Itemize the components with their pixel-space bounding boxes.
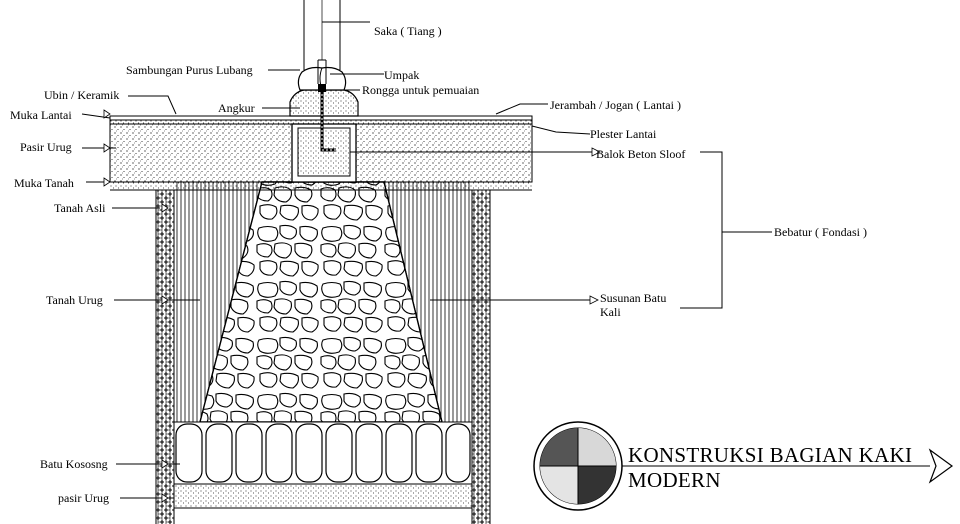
label-susunan-line2: Kali: [600, 305, 621, 319]
label-saka: Saka ( Tiang ): [374, 24, 442, 38]
title-line1: KONSTRUKSI BAGIAN KAKI: [628, 443, 912, 467]
label-jerambah: Jerambah / Jogan ( Lantai ): [550, 98, 681, 112]
title-block: KONSTRUKSI BAGIAN KAKI MODERN: [533, 421, 954, 511]
foundation-pit: [155, 181, 491, 524]
tanah-asli-wall-right: [472, 190, 490, 524]
label-balok: Balok Beton Sloof: [596, 147, 685, 161]
label-tanah-asli: Tanah Asli: [54, 201, 106, 215]
sloof-and-umpak: [289, 66, 359, 183]
label-angkur: Angkur: [218, 101, 255, 115]
arrow-right-icon: [928, 448, 954, 484]
label-rongga: Rongga untuk pemuaian: [362, 83, 479, 97]
tanah-asli-wall-left: [156, 190, 174, 524]
label-pasir-urug-top: Pasir Urug: [20, 140, 72, 154]
umpak-base: [289, 89, 359, 117]
label-muka-lantai: Muka Lantai: [10, 108, 72, 122]
label-bebatur: Bebatur ( Fondasi ): [774, 225, 867, 239]
batu-kosong-blocks: [175, 423, 471, 483]
label-umpak: Umpak: [384, 68, 419, 82]
title-line2: MODERN: [628, 468, 721, 492]
umpak: [297, 66, 347, 91]
label-batu-kosong: Batu Kososng: [40, 457, 108, 471]
label-ubin: Ubin / Keramik: [44, 88, 119, 102]
label-sambungan: Sambungan Purus Lubang: [126, 63, 253, 77]
saka-column: [303, 0, 341, 84]
label-pasir-urug-bottom: pasir Urug: [58, 491, 109, 505]
label-tanah-urug: Tanah Urug: [46, 293, 103, 307]
label-susunan-line1: Susunan Batu: [600, 291, 666, 305]
pasir-urug-bottom-layer: [173, 483, 473, 509]
rongga-pemuaian: [318, 84, 326, 92]
label-muka-tanah: Muka Tanah: [14, 176, 74, 190]
label-plester: Plester Lantai: [590, 127, 657, 141]
leader-arrowheads: [103, 109, 601, 503]
leader-lines: [81, 21, 772, 499]
